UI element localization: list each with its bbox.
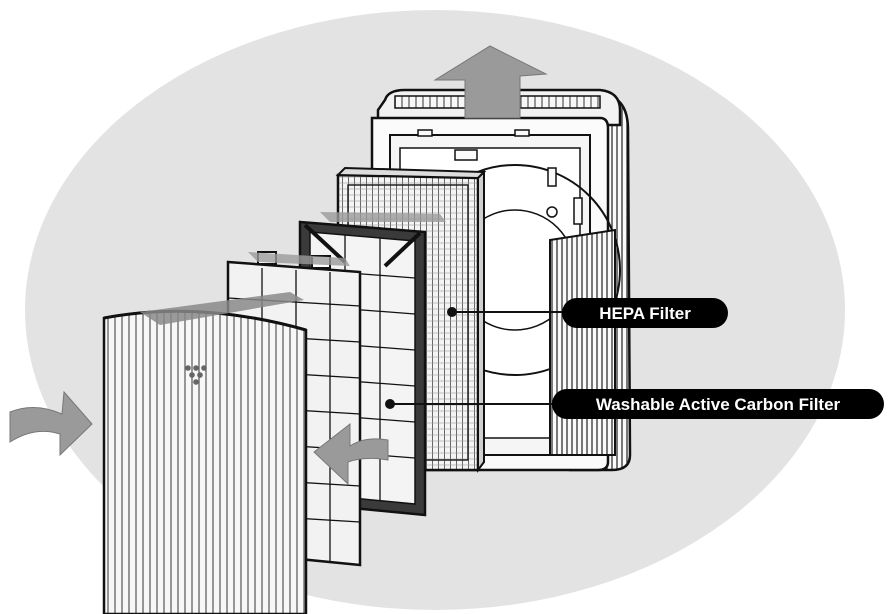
hepa-filter-callout: HEPA Filter — [447, 298, 728, 328]
curved-arrow-right-icon — [9, 390, 93, 457]
logo-icon — [185, 365, 207, 385]
front-panel — [102, 309, 308, 614]
hepa-filter-label: HEPA Filter — [599, 304, 691, 323]
carbon-filter-callout: Washable Active Carbon Filter — [385, 389, 884, 419]
carbon-filter-label: Washable Active Carbon Filter — [596, 395, 841, 414]
arrow-up-icon — [433, 45, 548, 119]
curved-arrow-left-icon — [313, 422, 389, 486]
